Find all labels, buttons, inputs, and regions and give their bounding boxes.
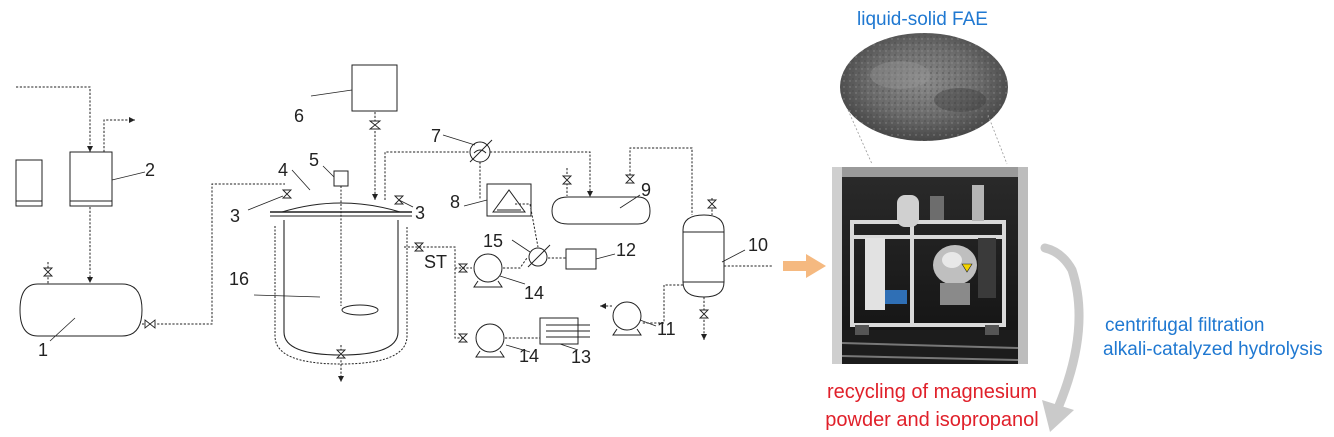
label-2: 2 (145, 160, 155, 180)
recycle-arrow (1040, 243, 1084, 432)
zoom-guides (847, 109, 1008, 165)
label-11: 11 (657, 319, 676, 339)
equipment-labels: 1 2 3 3 4 5 6 7 8 9 10 11 12 13 14 14 15… (38, 106, 768, 367)
caption-process-line2: alkali-catalyzed hydrolysis (1103, 339, 1323, 360)
equipment-15-exchanger (528, 247, 548, 267)
equipment-9-tank (551, 196, 651, 225)
label-13: 13 (571, 347, 591, 367)
label-3-left: 3 (230, 206, 240, 226)
label-12: 12 (616, 240, 636, 260)
equipment-6 (351, 64, 398, 112)
label-1: 1 (38, 340, 48, 360)
label-10: 10 (748, 235, 768, 255)
equipment-14-pump-lower (475, 323, 505, 353)
equipment-photo (832, 167, 1028, 364)
leader-lines (49, 89, 746, 353)
equipment-14-pump-upper (473, 253, 503, 283)
label-8: 8 (450, 192, 460, 212)
equipment-11-pump (612, 301, 642, 331)
label-7: 7 (431, 126, 441, 146)
equipment-2-left (15, 159, 43, 207)
label-15: 15 (483, 231, 503, 251)
label-5: 5 (309, 150, 319, 170)
equipment-5-motor (333, 170, 349, 187)
caption-recycling: recycling of magnesium powder and isopro… (824, 378, 1040, 434)
label-4: 4 (278, 160, 288, 180)
equipment-7-condenser (469, 141, 491, 163)
fae-sample-image (840, 33, 1008, 141)
caption-process: centrifugal filtration alkali-catalyzed … (1103, 314, 1323, 362)
equipment-2 (69, 151, 113, 207)
label-16: 16 (229, 269, 249, 289)
caption-recycling-line2: powder and isopropanol (825, 409, 1039, 431)
process-arrow (783, 254, 826, 278)
caption-fae: liquid-solid FAE (857, 9, 988, 30)
caption-recycling-line1: recycling of magnesium (826, 381, 1038, 403)
flow-lines (16, 86, 772, 382)
label-st: ST (424, 252, 447, 272)
equipment-12 (565, 248, 597, 270)
equipment-16-impeller (341, 304, 379, 316)
label-14-lower: 14 (519, 346, 539, 366)
valves (42, 120, 718, 359)
equipment-10-column (682, 214, 725, 298)
caption-process-line1: centrifugal filtration (1105, 315, 1265, 336)
label-14-upper: 14 (524, 283, 544, 303)
label-3-right: 3 (415, 203, 425, 223)
label-9: 9 (641, 180, 651, 200)
equipment (15, 64, 725, 365)
label-6: 6 (294, 106, 304, 126)
equipment-1-tank (19, 283, 143, 337)
